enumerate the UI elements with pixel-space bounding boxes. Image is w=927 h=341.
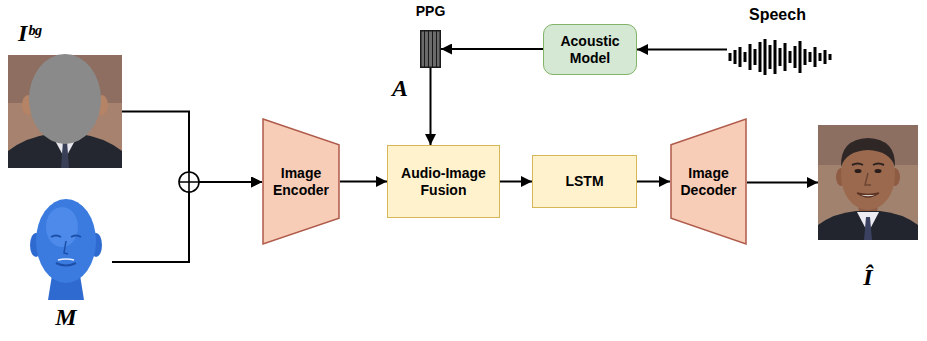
arrow-connector — [122, 112, 262, 183]
face-mesh-render-part — [56, 263, 76, 266]
sum-junction-part — [179, 172, 199, 192]
mesh-image: M — [20, 193, 112, 300]
arrow-connector — [441, 48, 543, 50]
arrow-connector — [637, 49, 727, 51]
box-label: Image Decoder — [675, 165, 742, 199]
output-face-photo-part — [841, 138, 895, 167]
arrow-connector — [637, 181, 670, 183]
output-face-photo-part — [855, 169, 862, 173]
arrow-connector — [500, 181, 532, 183]
sum-junction-part — [179, 172, 199, 192]
fusion-box: Audio-Image Fusion — [387, 145, 500, 218]
ppg-frame — [421, 31, 441, 68]
box-text-area: Image Decoder — [670, 118, 747, 245]
output-face-photo-part — [818, 125, 918, 240]
trapezoid-outline — [671, 119, 746, 244]
ppg-stripe — [436, 31, 437, 67]
acoustic-model-box: Acoustic Model — [543, 24, 637, 75]
speech-waveform-bars — [730, 39, 830, 75]
output-face-photo-part — [818, 211, 918, 240]
masked-face-photo-part — [61, 141, 69, 168]
sum-junction — [179, 172, 199, 192]
output-face-photo-part — [864, 217, 872, 240]
masked-face-photo-part — [8, 55, 122, 168]
masked-face-photo-part — [29, 54, 101, 144]
ppg-stripe — [424, 31, 425, 67]
box-text-area: Acoustic Model — [544, 25, 636, 74]
waveform-path — [730, 39, 830, 75]
figure-label: M — [55, 303, 76, 332]
figure-label: A — [392, 74, 408, 103]
masked-face-photo — [8, 54, 122, 168]
figure-label: PPG — [416, 3, 446, 20]
box-label: Image Encoder — [267, 165, 335, 199]
image-encoder: Image Encoder — [262, 118, 340, 245]
figure-label: Speech — [749, 5, 806, 24]
image-decoder: Image Decoder — [670, 118, 747, 245]
arrow-connector — [340, 181, 387, 183]
box-label: Acoustic Model — [549, 33, 631, 67]
lstm-box: LSTM — [532, 155, 637, 208]
output-image: Î — [818, 125, 918, 240]
face-mesh-render-part — [51, 236, 81, 238]
output-face-photo — [818, 125, 918, 240]
input-image: Iᵇᵍ — [8, 55, 122, 168]
output-face-photo-part — [865, 173, 871, 185]
ppg-stripe — [428, 31, 429, 67]
arrow-connector — [430, 68, 432, 145]
box-label: LSTM — [565, 173, 603, 190]
face-mesh-render-part — [58, 259, 74, 260]
ppg-feature-block: PPGA — [420, 30, 441, 68]
box-text-area: Audio-Image Fusion — [388, 146, 499, 217]
ppg-stripe — [432, 31, 433, 67]
box-text-area: LSTM — [533, 156, 636, 207]
output-face-photo-part — [875, 169, 882, 173]
face-mesh-render-part — [20, 193, 112, 300]
speech-input: Speech — [727, 38, 835, 76]
box-label: Audio-Image Fusion — [393, 165, 494, 199]
output-face-photo-part — [857, 193, 879, 197]
face-mesh-render-part — [64, 241, 68, 254]
face-mesh-render-part — [46, 207, 78, 247]
figure-label: Î — [863, 263, 872, 292]
arrow-connector — [747, 182, 818, 184]
trapezoid-outline — [263, 119, 339, 244]
ppg-feature-block-shape — [420, 30, 441, 68]
box-text-area: Image Encoder — [262, 118, 340, 245]
output-face-photo-part — [852, 164, 884, 166]
face-mesh-render — [20, 193, 112, 300]
figure-label: Iᵇᵍ — [18, 19, 41, 48]
face-mesh-render-part — [36, 199, 96, 283]
arrow-connector — [112, 182, 262, 262]
